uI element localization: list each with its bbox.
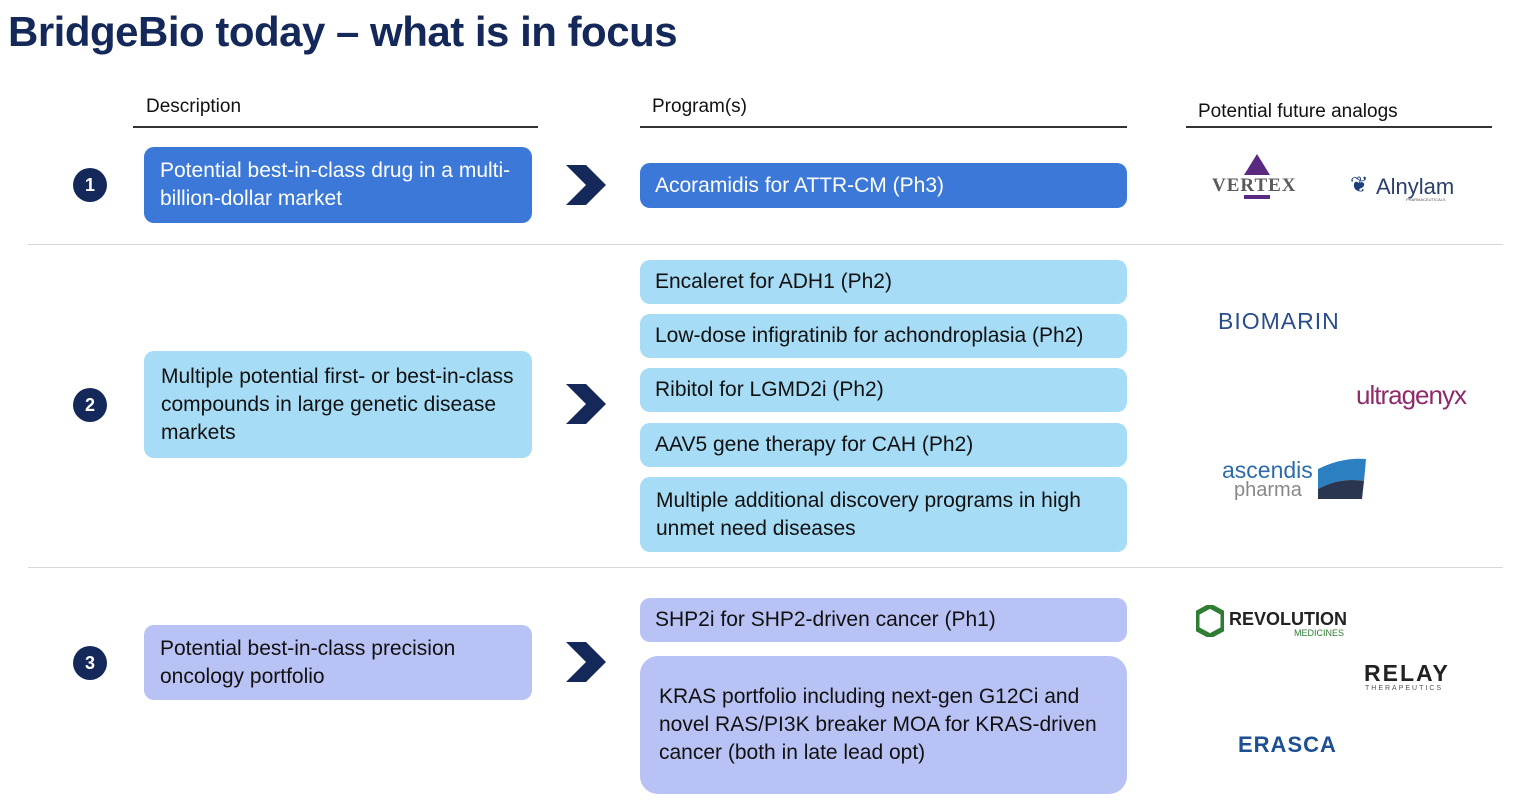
revolution-medicines-logo: REVOLUTION MEDICINES — [1196, 603, 1356, 641]
row-2-number-badge: 2 — [73, 388, 107, 422]
row-1-number-badge: 1 — [73, 168, 107, 202]
ultragenyx-logo: ultragenyx — [1356, 380, 1467, 410]
description-header-rule — [133, 126, 538, 128]
ascendis-pharma-logo: ascendis pharma — [1222, 455, 1372, 505]
alnylam-swirl-icon: ❦ — [1350, 172, 1369, 197]
row-3-number-badge: 3 — [73, 646, 107, 680]
row-3-program-1: SHP2i for SHP2-driven cancer (Ph1) — [640, 598, 1127, 642]
relay-therapeutics-logo: RELAY THERAPEUTICS — [1364, 660, 1464, 694]
row-3-description: Potential best-in-class precision oncolo… — [144, 625, 532, 700]
vertex-triangle-icon — [1244, 154, 1270, 199]
revolution-logo-subtext: MEDICINES — [1294, 628, 1345, 638]
chevron-right-icon — [566, 165, 606, 205]
erasca-logo: ERASCA — [1238, 732, 1337, 757]
row-1-program-1-text: Acoramidis for ATTR-CM (Ph3) — [655, 173, 944, 197]
row-1-program-1: Acoramidis for ATTR-CM (Ph3) — [640, 163, 1127, 208]
vertex-logo: VERTEX — [1212, 153, 1302, 201]
ascendis-swoosh-icon — [1318, 458, 1366, 499]
revolution-hex-icon — [1196, 605, 1224, 637]
page-title: BridgeBio today – what is in focus — [8, 8, 678, 55]
chevron-right-icon — [566, 642, 606, 682]
row-1-description-text: Potential best-in-class drug in a multi-… — [160, 159, 511, 210]
description-header: Description — [146, 96, 242, 117]
row-separator — [28, 567, 1503, 568]
programs-header: Program(s) — [652, 96, 748, 117]
row-2-program-5-text: Multiple additional discovery programs i… — [656, 488, 1081, 540]
relay-logo-text: RELAY — [1364, 660, 1450, 686]
vertex-logo-text: VERTEX — [1212, 175, 1297, 196]
chevron-right-icon — [566, 384, 606, 424]
row-3-program-2: KRAS portfolio including next-gen G12Ci … — [640, 656, 1127, 794]
relay-logo-subtext: THERAPEUTICS — [1365, 685, 1444, 692]
analogs-header: Potential future analogs — [1198, 101, 1398, 122]
alnylam-logo: ❦ Alnylam PHARMACEUTICALS — [1350, 172, 1470, 206]
row-separator — [28, 244, 1503, 245]
row-2-program-4: AAV5 gene therapy for CAH (Ph2) — [640, 423, 1127, 467]
row-2-description-text: Multiple potential first- or best-in-cla… — [161, 364, 514, 444]
row-2-program-2: Low-dose infigratinib for achondroplasia… — [640, 314, 1127, 358]
ascendis-logo-text: ascendis — [1222, 457, 1313, 483]
row-3-program-1-text: SHP2i for SHP2-driven cancer (Ph1) — [655, 608, 996, 631]
row-2-program-4-text: AAV5 gene therapy for CAH (Ph2) — [655, 433, 974, 456]
revolution-logo-text: REVOLUTION — [1229, 609, 1348, 629]
row-2-program-1-text: Encaleret for ADH1 (Ph2) — [655, 270, 892, 293]
row-2-program-3: Ribitol for LGMD2i (Ph2) — [640, 368, 1127, 412]
alnylam-logo-subtext: PHARMACEUTICALS — [1406, 197, 1446, 202]
row-2-program-3-text: Ribitol for LGMD2i (Ph2) — [655, 378, 884, 401]
ascendis-logo-subtext: pharma — [1234, 479, 1302, 501]
analogs-header-rule — [1186, 126, 1492, 128]
programs-header-rule — [640, 126, 1127, 128]
row-2-program-1: Encaleret for ADH1 (Ph2) — [640, 260, 1127, 304]
row-3-program-2-text: KRAS portfolio including next-gen G12Ci … — [659, 685, 1097, 764]
row-2-description: Multiple potential first- or best-in-cla… — [144, 351, 532, 458]
row-3-description-text: Potential best-in-class precision oncolo… — [160, 636, 456, 688]
alnylam-logo-text: Alnylam — [1376, 174, 1455, 199]
row-1-description: Potential best-in-class drug in a multi-… — [144, 147, 532, 223]
row-2-program-2-text: Low-dose infigratinib for achondroplasia… — [655, 324, 1084, 347]
biomarin-logo: BIOMARIN — [1218, 308, 1340, 334]
row-2-program-5: Multiple additional discovery programs i… — [640, 477, 1127, 552]
